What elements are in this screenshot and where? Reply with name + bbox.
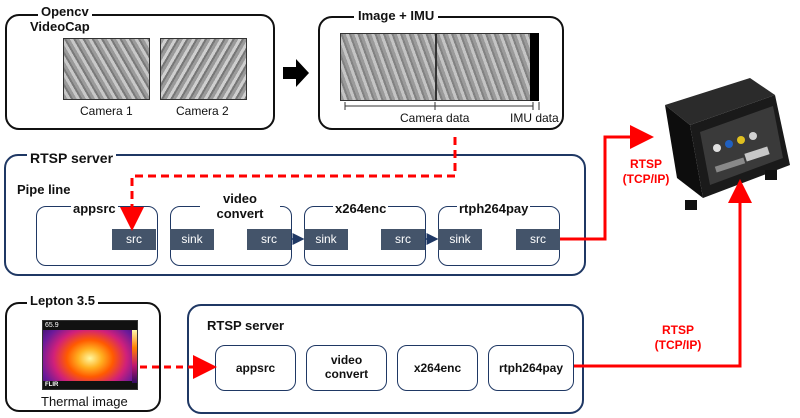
camera-1-image: [63, 38, 150, 100]
image-divider: [435, 34, 437, 100]
bottom-rtph264pay-element: [488, 345, 574, 391]
rtph264pay-label: rtph264pay: [457, 201, 531, 216]
pipeline-title: Pipe line: [17, 182, 71, 197]
rtsp-top-line1: RTSP: [629, 157, 662, 171]
thermal-scale-bar: [132, 330, 137, 383]
bottom-videoconvert-element: [306, 345, 387, 391]
lepton-title: Lepton 3.5: [27, 293, 99, 308]
bottom-x264enc-element: [397, 345, 478, 391]
rtsp-top-line2: (TCP/IP): [622, 172, 670, 186]
videoconvert-label-line2: convert: [216, 206, 264, 221]
bottom-videoconvert-line1: video: [330, 353, 363, 367]
bottom-videoconvert-line2: convert: [324, 367, 369, 381]
bottom-appsrc-element: [215, 345, 296, 391]
thermal-top-bar: [43, 321, 137, 330]
camera-2-image: [160, 38, 247, 100]
rtsp-protocol-label-bottom: RTSP (TCP/IP): [640, 323, 716, 353]
flir-logo: FLIR: [45, 382, 59, 388]
hardware-case-image: [665, 78, 790, 210]
videoconvert-sink-pad: sink: [170, 229, 214, 250]
bottom-videoconvert-label: video convert: [306, 353, 387, 381]
imu-data-strip: [530, 33, 539, 101]
thermal-bottom-bar: [43, 381, 137, 389]
x264enc-label: x264enc: [333, 201, 389, 216]
rtsp-server-bottom-title: RTSP server: [207, 318, 285, 333]
appsrc-label: appsrc: [71, 201, 118, 216]
rtsp-bottom-line1: RTSP: [661, 323, 694, 337]
rtph264pay-src-pad: src: [516, 229, 560, 250]
rtsp-server-top-title: RTSP server: [27, 150, 117, 166]
videoconvert-label: video convert: [200, 191, 280, 221]
appsrc-src-pad: src: [112, 229, 156, 250]
thermal-image: 65.9 FLIR: [42, 320, 138, 390]
bottom-rtph264pay-label: rtph264pay: [498, 361, 564, 375]
rtsp-protocol-label-top: RTSP (TCP/IP): [608, 157, 684, 187]
rtph264pay-sink-pad: sink: [438, 229, 482, 250]
camera-data-label: Camera data: [400, 111, 470, 125]
x264enc-src-pad: src: [381, 229, 425, 250]
opencv-title-line1: Opencv: [38, 4, 92, 19]
rtsp-bottom-line2: (TCP/IP): [654, 338, 702, 352]
imu-data-label: IMU data: [510, 111, 559, 125]
opencv-title-line2: VideoCap: [30, 19, 90, 34]
x264enc-sink-pad: sink: [304, 229, 348, 250]
thermal-temp-readout: 65.9: [45, 322, 59, 329]
videoconvert-label-line1: video: [223, 191, 257, 206]
bottom-x264enc-label: x264enc: [413, 361, 462, 375]
combined-camera-image: [340, 33, 532, 101]
camera-2-label: Camera 2: [176, 104, 229, 118]
thermal-image-caption: Thermal image: [41, 394, 128, 409]
camera-1-label: Camera 1: [80, 104, 133, 118]
bottom-appsrc-label: appsrc: [235, 361, 276, 375]
videoconvert-src-pad: src: [247, 229, 291, 250]
image-imu-title: Image + IMU: [354, 8, 439, 23]
